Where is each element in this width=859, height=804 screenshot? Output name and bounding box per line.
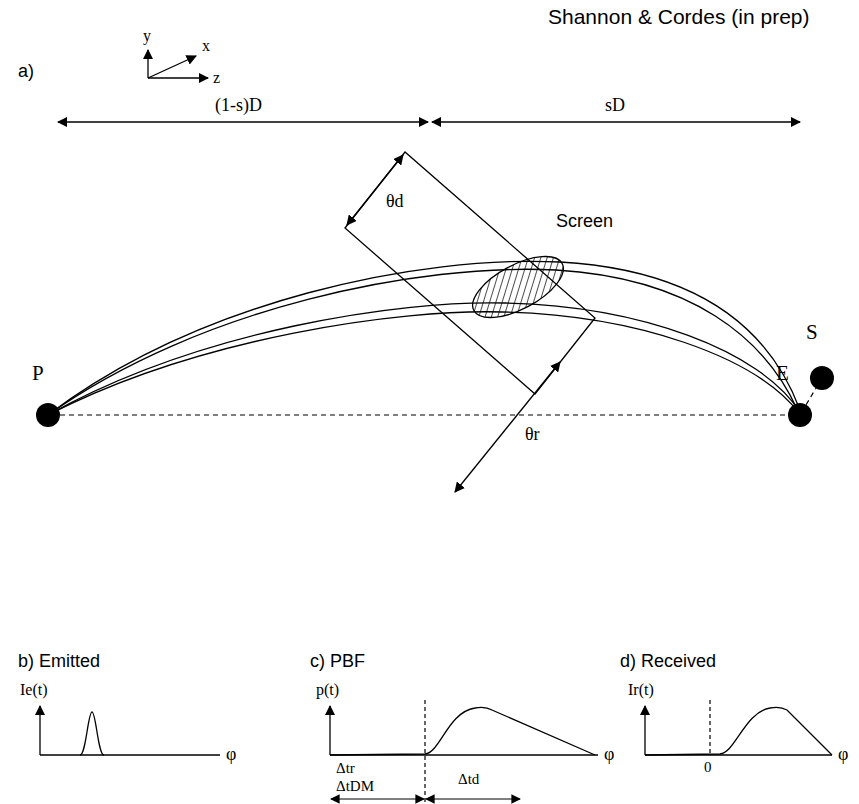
panel-title: c) PBF [310, 652, 365, 670]
screen-label: Screen [556, 212, 613, 230]
panel-letter: a) [18, 62, 34, 80]
point-label: S [806, 322, 818, 343]
line-of-sight [60, 414, 788, 415]
axis-label: Ie(t) [20, 682, 48, 698]
point-label: P [32, 363, 44, 384]
panel-title: b) Emitted [18, 652, 100, 670]
axis-label: 0 [704, 760, 712, 775]
distance-label: (1-s)D [215, 96, 262, 114]
axis-label: φ [226, 745, 236, 763]
credit-note: Shannon & Cordes (in prep) [548, 6, 810, 27]
axis-label: Ir(t) [628, 682, 654, 698]
delay-label: Δtr [336, 761, 355, 776]
angle-label: θd [386, 192, 404, 210]
point-label: E [776, 363, 789, 384]
distance-label: sD [605, 96, 625, 114]
point-dot: S [810, 366, 834, 390]
axis-label: y [143, 28, 151, 44]
delay-label: ΔtDM [336, 779, 374, 794]
delay-label: Δtd [458, 772, 479, 787]
axis-label: φ [838, 745, 848, 763]
point-dot: P [36, 403, 60, 427]
axis-label: z [213, 70, 220, 86]
axis-label: x [202, 38, 210, 54]
point-dot: E [788, 403, 812, 427]
line-of-sight [806, 388, 816, 404]
axis-label: p(t) [316, 682, 339, 698]
panel-title: d) Received [620, 652, 716, 670]
angle-label: θr [525, 425, 540, 443]
axis-label: φ [604, 745, 614, 763]
